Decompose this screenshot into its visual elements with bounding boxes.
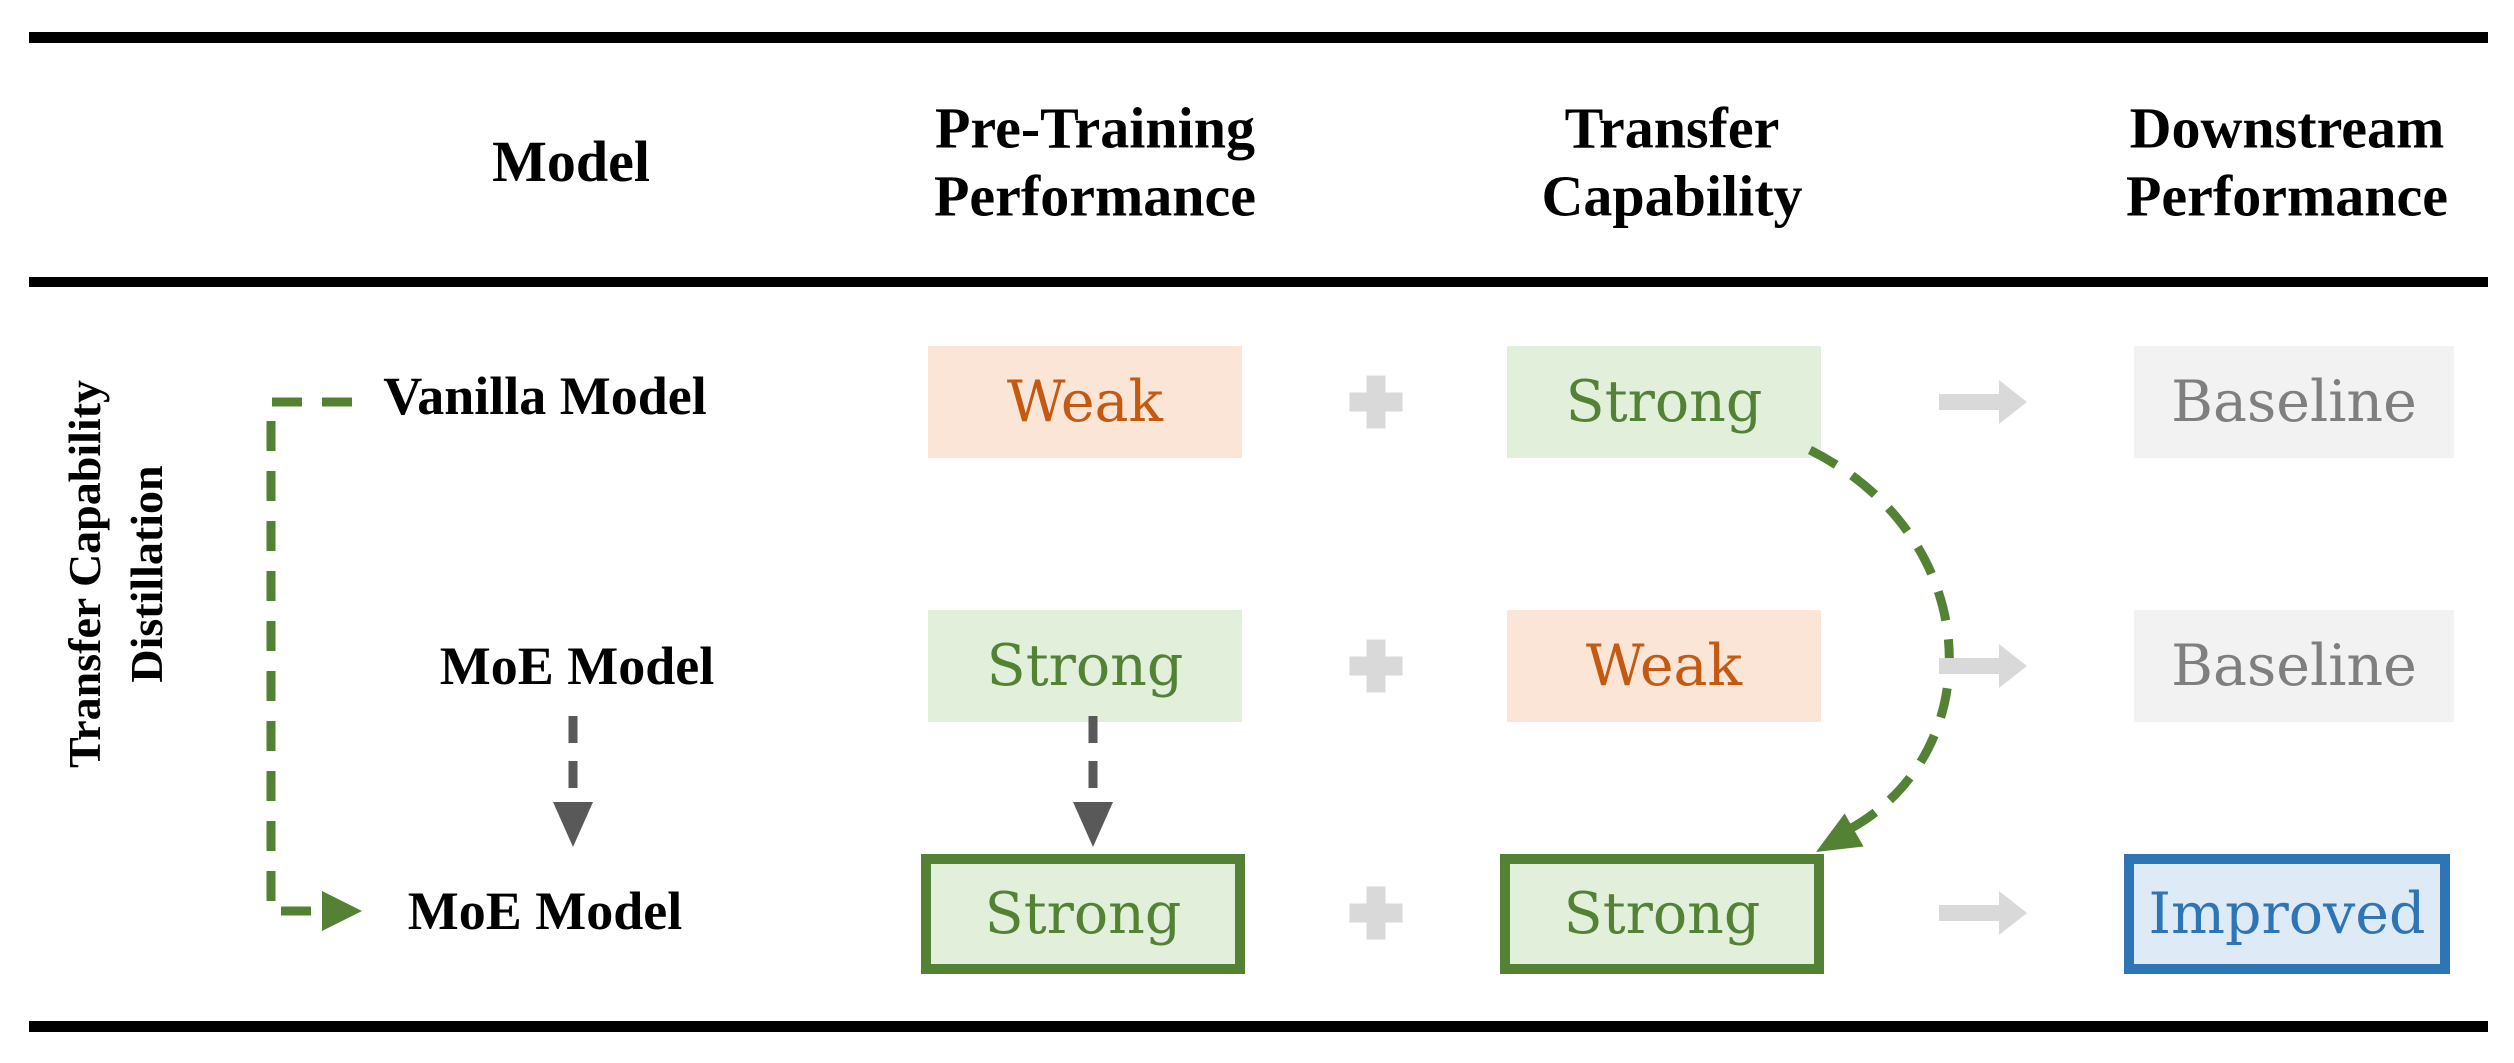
header-rule <box>29 277 2488 287</box>
arrowhead-right-icon <box>1999 644 2027 688</box>
row2-model-label: MoE Model <box>439 636 715 696</box>
plus-icon <box>1349 639 1403 693</box>
result-arrow-row1 <box>1939 380 2027 424</box>
row3-transfer-box: Strong <box>1500 854 1824 974</box>
row3-downstream-box: Improved <box>2124 854 2450 974</box>
row1-downstream-box: Baseline <box>2134 346 2454 458</box>
header-col-downstream: Downstream Performance <box>2125 95 2449 229</box>
transfer-capability-curve-arrow <box>1807 445 1954 852</box>
row1-transfer-box: Strong <box>1507 346 1821 458</box>
pretraining-update-arrow <box>1073 716 1113 847</box>
arrowhead-right-icon <box>1999 891 2027 935</box>
header-col-pretraining: Pre-Training Performance <box>933 95 1257 229</box>
result-arrow-row3 <box>1939 891 2027 935</box>
model-update-arrow <box>553 716 593 847</box>
header-col-transfer: Transfer Capability <box>1541 95 1803 229</box>
row2-transfer-box: Weak <box>1507 610 1821 722</box>
plus-icon <box>1349 375 1403 429</box>
row1-pretraining-box: Weak <box>928 346 1242 458</box>
row2-pretraining-box: Strong <box>928 610 1242 722</box>
plus-icon <box>1349 886 1403 940</box>
header-col-model: Model <box>492 128 650 194</box>
distillation-bracket-arrow <box>266 397 362 931</box>
arrowhead-down-icon <box>1073 802 1113 847</box>
arrowhead-right-icon <box>1999 380 2027 424</box>
arrowhead-right-icon <box>322 891 362 931</box>
arrowhead-down-icon <box>553 802 593 847</box>
row3-model-label: MoE Model <box>407 881 683 941</box>
bottom-rule <box>29 1021 2488 1032</box>
row1-model-label: Vanilla Model <box>383 366 707 426</box>
row2-downstream-box: Baseline <box>2134 610 2454 722</box>
side-label-transfer-capability-distillation: Transfer Capability Distillation <box>58 379 172 769</box>
row3-pretraining-box: Strong <box>921 854 1245 974</box>
top-rule <box>29 32 2488 43</box>
result-arrow-row2 <box>1939 644 2027 688</box>
